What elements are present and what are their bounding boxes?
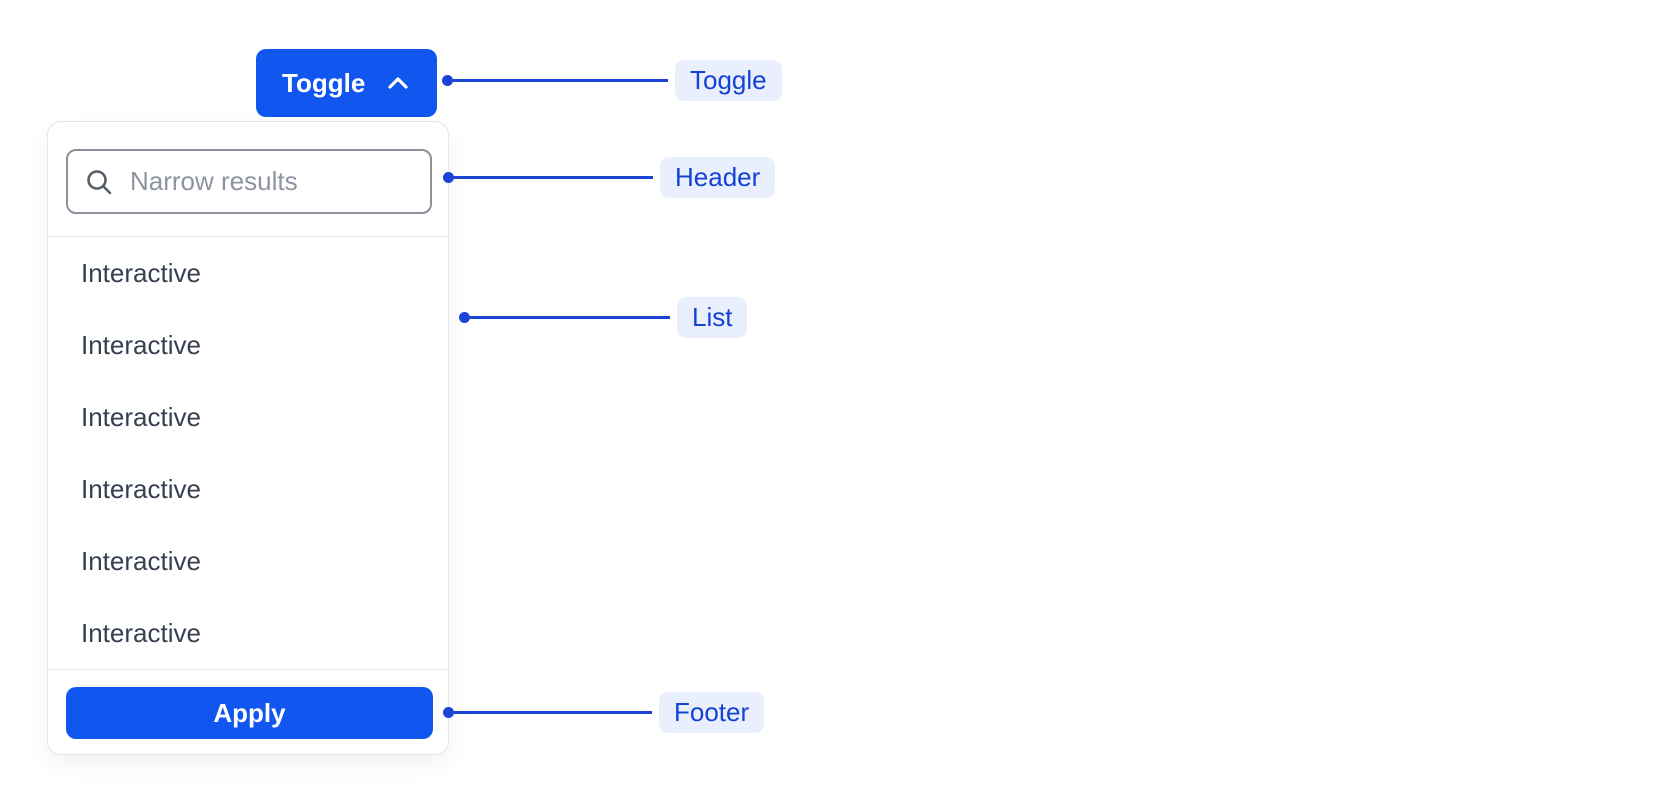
list-item[interactable]: Interactive: [81, 329, 201, 360]
list-item[interactable]: Interactive: [81, 473, 201, 504]
annotation-label-toggle: Toggle: [675, 60, 782, 102]
annotation-line: [470, 316, 670, 320]
chevron-up-icon: [385, 72, 411, 94]
apply-button[interactable]: Apply: [66, 687, 433, 739]
footer-divider: [48, 669, 448, 670]
search-input[interactable]: [128, 165, 414, 198]
annotation-header: Header: [443, 157, 776, 199]
list-item[interactable]: Interactive: [81, 545, 201, 576]
annotation-line: [453, 79, 668, 83]
annotation-footer: Footer: [443, 692, 765, 734]
toggle-button-label: Toggle: [282, 67, 366, 98]
annotation-dot: [459, 312, 470, 324]
annotation-label-header: Header: [660, 157, 776, 199]
dropdown-list: Interactive Interactive Interactive Inte…: [48, 237, 448, 669]
list-item[interactable]: Interactive: [81, 257, 201, 288]
annotation-line: [454, 176, 653, 180]
annotation-dot: [442, 75, 453, 87]
header-divider: [48, 236, 448, 237]
annotation-label-footer: Footer: [659, 692, 765, 734]
toggle-button[interactable]: Toggle: [256, 49, 438, 117]
annotation-list: List: [459, 297, 748, 339]
search-icon: [84, 167, 114, 197]
dropdown-panel: Interactive Interactive Interactive Inte…: [47, 121, 449, 755]
annotation-toggle: Toggle: [442, 60, 782, 102]
annotation-dot: [443, 172, 454, 184]
list-item[interactable]: Interactive: [81, 401, 201, 432]
list-item[interactable]: Interactive: [81, 617, 201, 648]
annotation-label-list: List: [677, 297, 748, 339]
annotation-dot: [443, 707, 454, 719]
annotation-line: [454, 711, 652, 715]
search-box: [66, 149, 432, 214]
